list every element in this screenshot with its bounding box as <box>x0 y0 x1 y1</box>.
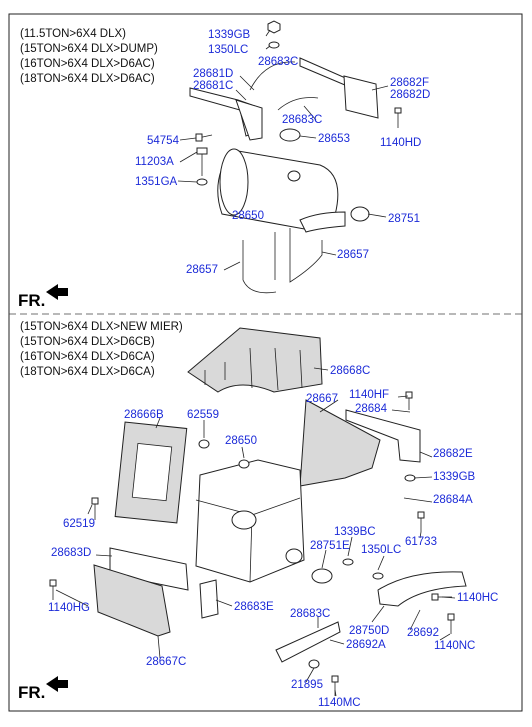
part-label: 28650 <box>225 435 257 447</box>
part-label: 1339BC <box>334 526 376 538</box>
part-label: 28682E <box>433 448 473 460</box>
part-label: 28682D <box>390 89 430 101</box>
part-label: 28684 <box>355 403 388 415</box>
part-label: 28683E <box>234 601 274 613</box>
fr-arrow-icon <box>46 284 68 300</box>
part-label: 28751E <box>310 540 350 552</box>
part-label: 28681D <box>193 68 233 80</box>
part-label: 1140NC <box>434 640 475 652</box>
part-label: 1339GB <box>433 471 476 483</box>
part-label: 28683D <box>51 547 91 559</box>
part-label: 28650 <box>232 210 264 222</box>
part-label: 1351GA <box>135 176 178 188</box>
part-label: 28681C <box>193 80 233 92</box>
variant-line: (18TON>6X4 DLX>D6AC) <box>20 73 155 85</box>
part-label: 54754 <box>147 135 180 147</box>
part-label: 28683C <box>282 114 322 126</box>
part-label: 61733 <box>405 536 437 548</box>
part-label: 28653 <box>318 133 350 145</box>
part-label: 28751 <box>388 213 420 225</box>
part-label: 28692A <box>346 639 386 651</box>
variant-line: (16TON>6X4 DLX>D6AC) <box>20 58 155 70</box>
part-label: 1350LC <box>361 544 401 556</box>
part-label: 62519 <box>63 518 95 530</box>
variant-line: (15TON>6X4 DLX>DUMP) <box>20 43 158 55</box>
front-direction-label: FR. <box>18 683 45 702</box>
part-label: 1350LC <box>208 44 248 56</box>
part-label: 1140MC <box>318 697 361 709</box>
part-label: 62559 <box>187 409 219 421</box>
part-label: 28667C <box>146 656 186 668</box>
part-label: 1140HC <box>457 592 498 604</box>
part-label: 28683C <box>258 56 298 68</box>
variant-line: (18TON>6X4 DLX>D6CA) <box>20 366 155 378</box>
part-label: 28657 <box>337 249 369 261</box>
part-label: 28668C <box>330 365 370 377</box>
part-label: 28682F <box>390 77 429 89</box>
variant-line: (16TON>6X4 DLX>D6CA) <box>20 351 155 363</box>
part-label: 28692 <box>407 627 439 639</box>
part-label: 28750D <box>349 625 389 637</box>
variant-line: (11.5TON>6X4 DLX) <box>20 28 126 40</box>
part-label: 28667 <box>306 393 338 405</box>
part-label: 1140HG <box>48 602 90 614</box>
fr-arrow-icon <box>46 676 68 692</box>
part-label: 28683C <box>290 608 330 620</box>
part-label: 21895 <box>291 679 323 691</box>
front-direction-label: FR. <box>18 291 45 310</box>
part-label: 1140HD <box>380 137 421 149</box>
section1-drawing <box>46 20 402 300</box>
part-label: 28666B <box>124 409 164 421</box>
variant-line: (15TON>6X4 DLX>D6CB) <box>20 336 155 348</box>
part-label: 28657 <box>186 264 218 276</box>
part-label: 28684A <box>433 494 473 506</box>
part-label: 11203A <box>135 156 174 168</box>
variant-line: (15TON>6X4 DLX>NEW MIER) <box>20 321 183 333</box>
part-label: 1339GB <box>208 29 251 41</box>
part-label: 1140HF <box>349 389 389 401</box>
diagram-frame <box>8 13 523 712</box>
section2-drawing <box>46 327 467 697</box>
